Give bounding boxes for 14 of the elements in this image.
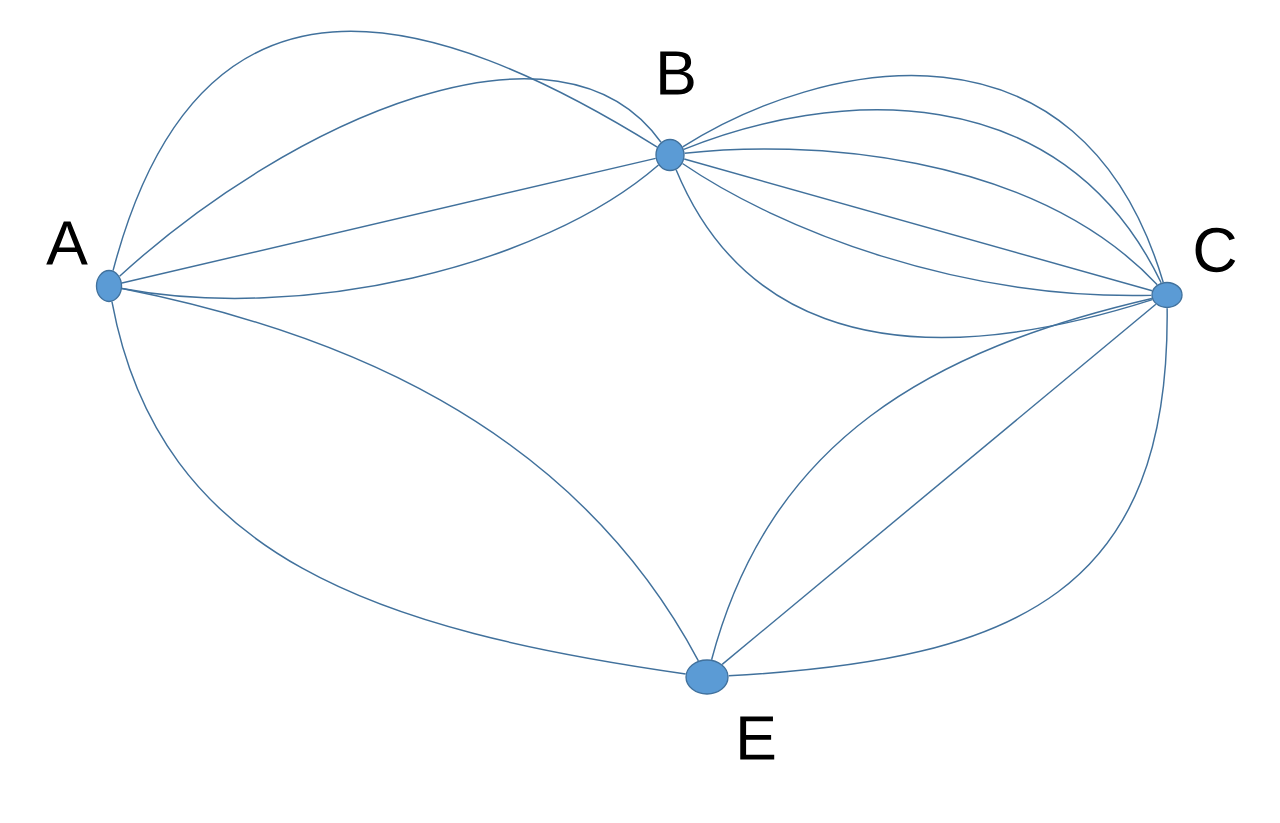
edge-curve	[682, 75, 1164, 283]
vertex-dot	[95, 269, 123, 303]
edge-curve	[121, 157, 657, 284]
edge-curve	[118, 78, 662, 278]
node-label: C	[1195, 227, 1236, 273]
edge-curve	[675, 168, 1154, 338]
vertex-dot	[655, 138, 685, 172]
vertex-dot	[1151, 281, 1183, 309]
node-label: E	[740, 716, 775, 760]
vertex-dot	[685, 659, 729, 695]
node-label: B	[660, 51, 694, 95]
node-label: A	[46, 221, 88, 265]
edge-curve	[683, 109, 1162, 284]
edge-curve	[112, 31, 658, 272]
